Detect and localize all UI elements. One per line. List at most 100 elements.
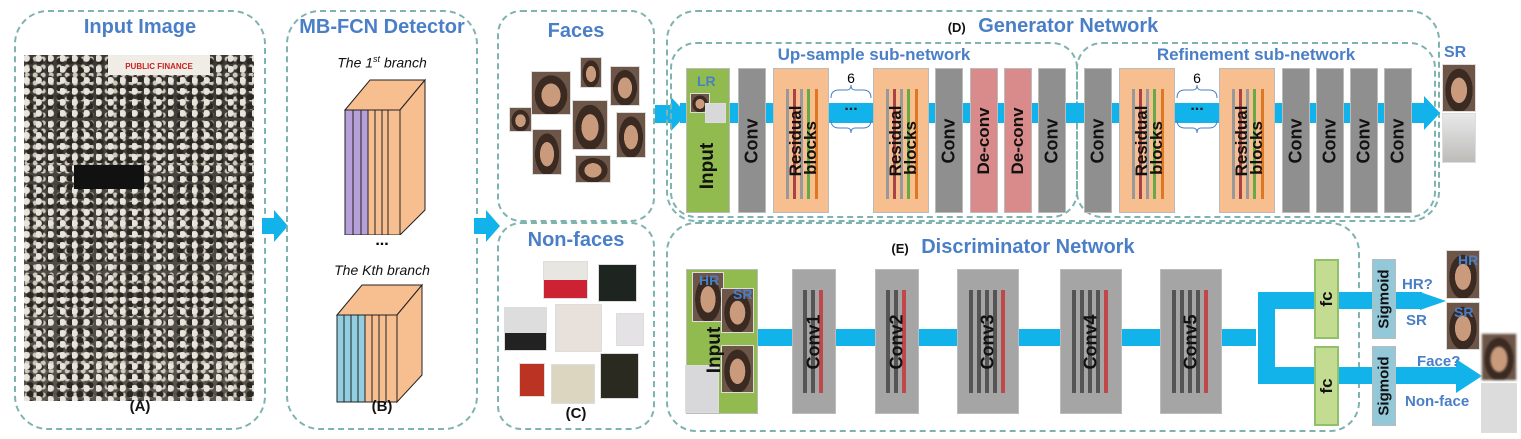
repeat-ellipsis: ... [1190,97,1204,114]
repeat-brace [1176,84,1218,134]
repeat-count: 6 [847,70,855,86]
ref-residual-blocks: Residual blocks [1219,68,1275,213]
nonface-thumb [504,307,547,351]
lr-nonface-thumb [705,103,726,123]
arrow-a-to-b [262,210,288,242]
sr-tag: SR [733,286,753,302]
crowd-photo: PUBLIC FINANCE [24,55,254,401]
refinement-title: Refinement sub-network [1156,45,1356,64]
hr-question-label: HR? [1402,276,1433,293]
panel-discriminator [666,222,1360,432]
branch-ellipsis: ... [375,232,389,249]
lr-tag: LR [697,73,716,89]
face-thumb [532,129,562,175]
kernel-bar [803,290,807,393]
disc-conv-layer: Conv2 [875,269,919,414]
kernel-bar [1088,290,1092,393]
disc-conv-layer: Conv4 [1060,269,1122,414]
faces-title: Faces [547,20,605,42]
kernel-bar [1172,290,1176,393]
nonface-thumb [600,353,639,399]
kernel-bar [886,290,890,393]
activation-bar [1204,290,1208,393]
kernel-bar [1188,290,1192,393]
discriminator-header: (E) Discriminator Network [666,236,1360,259]
face-thumb [616,112,646,158]
out-hr-thumb [1446,250,1480,299]
gen-conv: Conv [935,68,963,213]
nonface-thumb [543,261,588,299]
gen-conv: Conv [1038,68,1066,213]
conv-label: Conv2 [886,313,907,370]
nonface-thumb [551,364,595,404]
branch-last-label: The Kth branch [334,262,430,278]
face-thumb [575,155,611,183]
face-thumb [572,100,608,150]
face-question-label: Face? [1417,353,1461,370]
input-label: Input [697,143,718,190]
kernel-bar [1096,290,1100,393]
upsample-title: Up-sample sub-network [777,45,971,64]
blurry-face-thumb [721,345,754,393]
nonface-thumb [616,313,644,346]
activation-bar [1001,290,1005,393]
face-thumb [580,57,602,88]
out-sr-tag: SR [1454,304,1474,320]
ref-conv: Conv [1316,68,1344,213]
disc-input-label: Input [704,326,725,374]
nonfaces-title: Non-faces [527,229,625,251]
gen-deconv: De-conv [1004,68,1032,213]
repeat-brace [830,84,872,134]
sr-nonface-thumb [1442,113,1476,163]
panel-generator [666,10,1440,222]
branch-last-stack [335,283,424,404]
kernel-bar [985,290,989,393]
out-sr-thumb [1446,302,1480,350]
generator-output-arrow [1412,96,1440,130]
kernel-bar [894,290,898,393]
sigmoid-top: Sigmoid [1372,259,1396,339]
gen-conv: Conv [738,68,766,213]
ref-conv: Conv [1282,68,1310,213]
kernel-bar [811,290,815,393]
fc-bottom: fc [1314,346,1339,426]
activation-bar [902,290,906,393]
ref-conv: Conv [1084,68,1112,213]
activation-bar [1104,290,1108,393]
generator-label: (D) [947,20,966,35]
disc-conv-layer: Conv3 [957,269,1019,414]
out-hr-tag: HR [1458,252,1479,268]
generator-input-block: LR Input [686,68,730,213]
discriminator-input-block: HR SR Input [685,269,758,414]
branch-vertical [1258,292,1275,372]
sr-output-tag: SR [1444,44,1467,61]
nonface-thumb [685,365,719,413]
out-nonface-thumb [1481,383,1517,433]
activation-bar [819,290,823,393]
kernel-bar [1180,290,1184,393]
nonface-thumb [598,264,637,302]
caption-c: (C) [565,405,587,422]
hr-face-thumb [692,272,724,322]
generator-title: Generator Network [978,15,1159,37]
gen-residual-blocks: Residual blocks [773,68,829,213]
face-thumb [610,66,640,106]
discriminator-label: (E) [891,241,909,256]
sigmoid-bottom: Sigmoid [1372,346,1396,426]
panel-nonfaces [497,222,655,430]
mbfcn-title: MB-FCN Detector [299,16,465,38]
discriminator-title: Discriminator Network [921,236,1135,258]
face-nonface-output-arrow [1456,359,1482,393]
hr-tag: HR [699,272,720,288]
conv-label: Conv5 [1180,313,1201,370]
sr-alt-label: SR [1406,312,1427,329]
generator-header: (D) Generator Network [666,15,1440,38]
public-finance-sign: PUBLIC FINANCE [108,55,210,75]
kernel-bar [993,290,997,393]
kernel-bar [1072,290,1076,393]
ref-conv: Conv [1384,68,1412,213]
kernel-bar [1080,290,1084,393]
conv-label: Conv3 [977,313,998,370]
panel-faces [497,10,655,222]
kernel-bar [1196,290,1200,393]
